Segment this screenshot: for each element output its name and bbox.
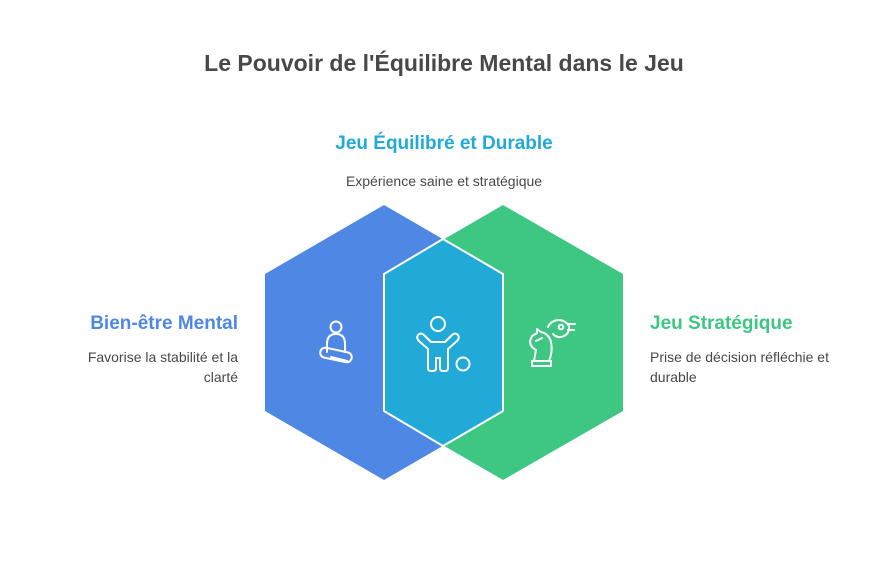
left-heading: Bien-être Mental	[90, 313, 238, 334]
page-title: Le Pouvoir de l'Équilibre Mental dans le…	[204, 50, 684, 76]
right-description: Prise de décision réfléchie et durable	[650, 349, 829, 385]
child-with-ball-icon	[416, 316, 471, 372]
center-heading: Jeu Équilibré et Durable	[335, 133, 553, 154]
meditation-icon	[319, 320, 353, 364]
center-description: Expérience saine et stratégique	[345, 173, 543, 189]
chess-knight-icon	[529, 319, 576, 367]
left-description: Favorise la stabilité et la clarté	[87, 349, 238, 385]
right-heading: Jeu Stratégique	[650, 313, 793, 334]
